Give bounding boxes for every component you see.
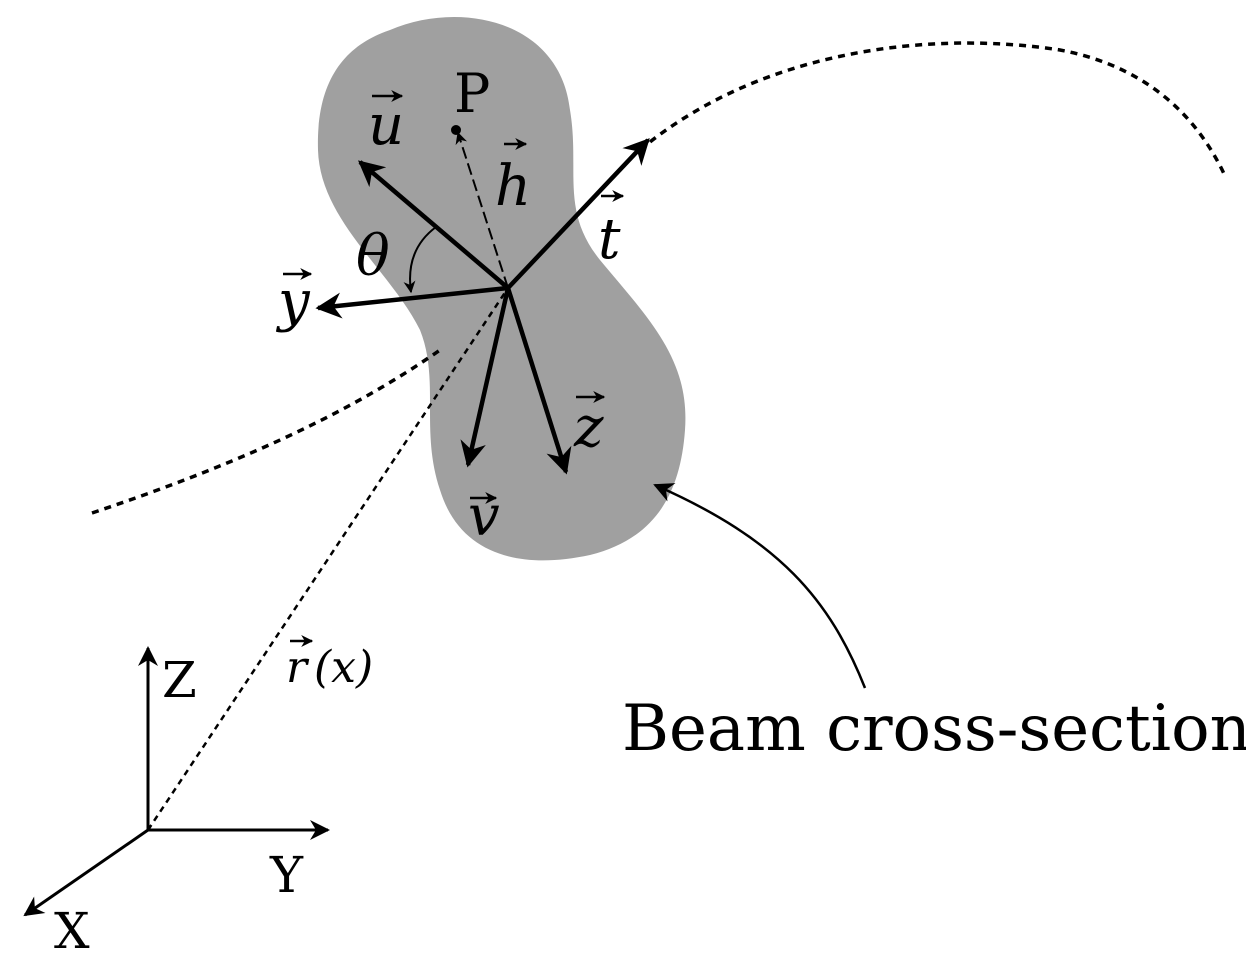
global-x-axis [23,828,149,917]
t-label: t [598,207,621,272]
r-label: r [286,642,310,693]
y-vector [315,285,509,319]
label-overarrows [283,90,625,647]
z-vector [505,287,572,475]
u-vector [358,160,510,290]
beam-centerline-right [638,41,1228,179]
global-x-label: X [54,902,90,960]
callout-label: Beam cross-section [622,692,1246,766]
v-label: v [468,484,500,549]
point-p-label: P [454,62,490,125]
beam-centerline-left [91,348,442,515]
h-label: h [495,154,531,219]
global-y-label: Y [269,846,304,904]
r-arg-label: (x) [314,642,373,693]
y-label: y [275,269,311,334]
h-vector [455,131,509,289]
callout-leader [653,483,867,689]
position-vector-line [146,287,510,831]
theta-arc [403,226,437,294]
theta-label: θ [356,224,390,289]
global-z-label: Z [162,651,197,709]
z-label: z [573,395,604,460]
t-vector [506,138,650,290]
point-p [451,125,461,135]
u-label: u [368,93,404,158]
v-vector [460,287,511,468]
